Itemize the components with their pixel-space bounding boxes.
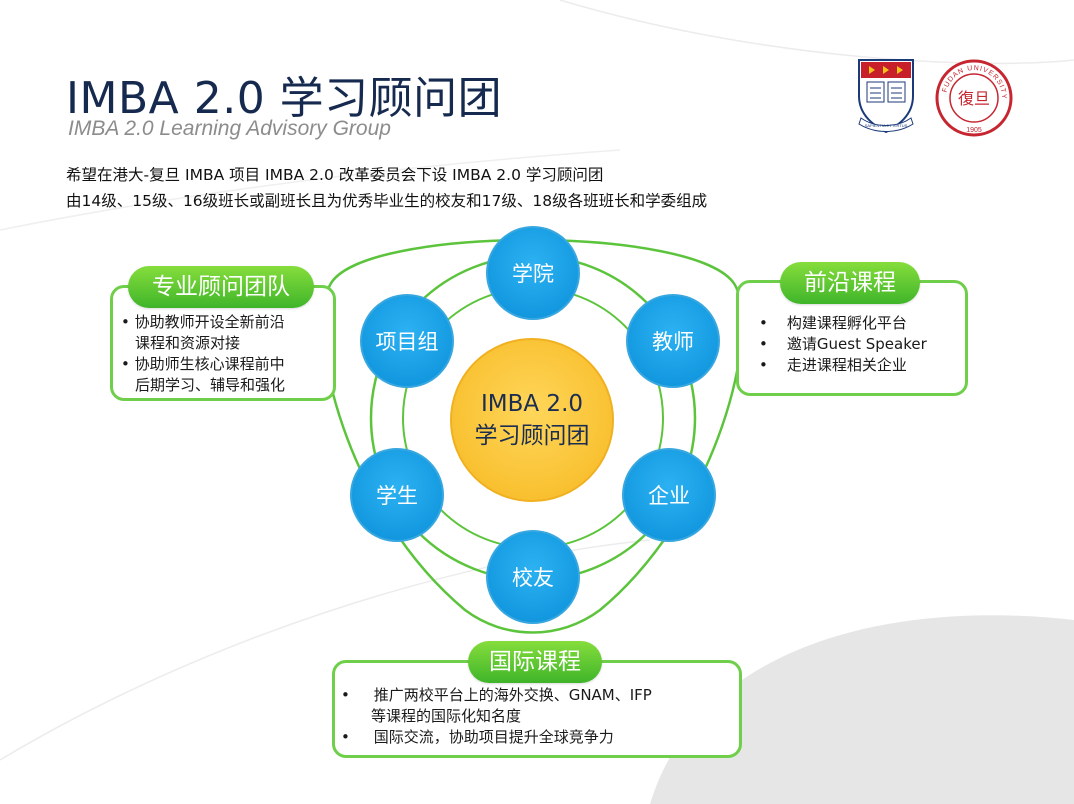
- bottom-panel-item: • 国际交流，协助项目提升全球竞争力: [341, 728, 614, 746]
- intro-line-1: 希望在港大-复旦 IMBA 项目 IMBA 2.0 改革委员会下设 IMBA 2…: [66, 166, 604, 184]
- bottom-panel-title: 国际课程: [468, 641, 602, 683]
- node-top-left: 项目组: [360, 294, 454, 388]
- left-panel-title: 专业顾问团队: [128, 266, 314, 308]
- fudan-year: 1905: [966, 127, 982, 134]
- fudan-seal-logo: FUDAN UNIVERSITY 復旦 1905: [935, 59, 1013, 137]
- core-line-2: 学习顾问团: [474, 423, 590, 449]
- top-left-line: [0, 149, 621, 231]
- core-circle: IMBA 2.0 学习顾问团: [450, 338, 614, 502]
- hku-crest-logo: SAPIENTIA ET VIRTUS: [858, 59, 914, 134]
- hku-motto: SAPIENTIA ET VIRTUS: [865, 123, 908, 128]
- intro-text: 希望在港大-复旦 IMBA 项目 IMBA 2.0 改革委员会下设 IMBA 2…: [66, 162, 707, 214]
- fudan-seal-center: 復旦: [958, 89, 990, 108]
- core-line-1: IMBA 2.0: [480, 391, 584, 417]
- node-bottom-right: 企业: [622, 448, 716, 542]
- right-panel-item: • 走进课程相关企业: [759, 356, 907, 374]
- bottom-right-swoosh: [650, 615, 1074, 804]
- page-subtitle: IMBA 2.0 Learning Advisory Group: [68, 117, 391, 140]
- right-panel-title: 前沿课程: [780, 262, 920, 304]
- page-title: IMBA 2.0 学习顾问团: [66, 73, 503, 124]
- intro-line-2: 由14级、15级、16级班长或副班长且为优秀毕业生的校友和17级、18级各班班长…: [66, 192, 708, 210]
- node-bottom: 校友: [486, 530, 580, 624]
- right-panel-item: • 构建课程孵化平台: [759, 314, 907, 332]
- left-panel-item: • 协助教师开设全新前沿课程和资源对接: [121, 313, 285, 352]
- top-line: [559, 0, 1074, 65]
- node-bottom-left: 学生: [350, 448, 444, 542]
- node-top-right: 教师: [626, 294, 720, 388]
- left-panel-item: • 协助师生核心课程前中后期学习、辅导和强化: [121, 355, 286, 394]
- node-top: 学院: [486, 226, 580, 320]
- right-panel-item: • 邀请Guest Speaker: [759, 335, 927, 353]
